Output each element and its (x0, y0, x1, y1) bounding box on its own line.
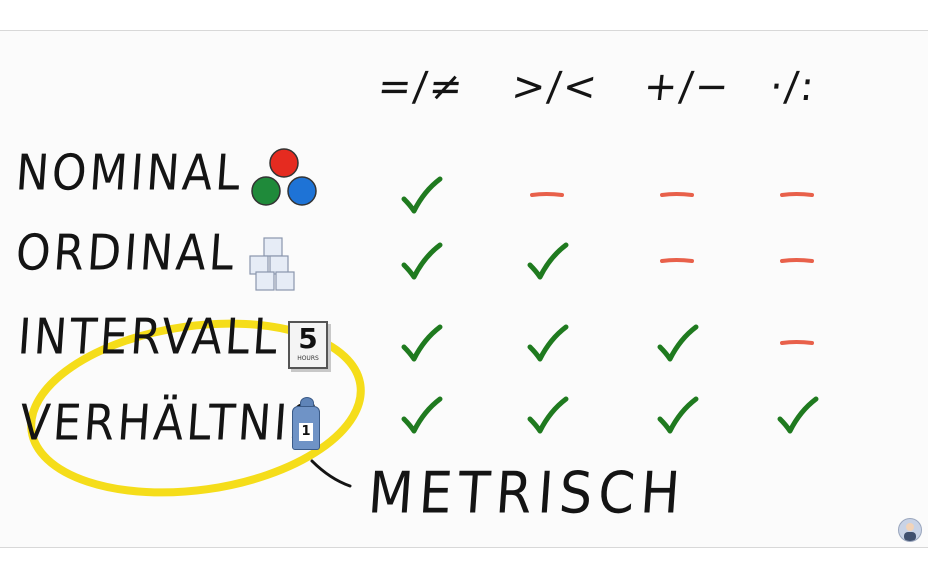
dash-mark-icon (780, 258, 814, 263)
weight-body: 1 (292, 406, 320, 450)
dash-mark-icon (780, 192, 814, 197)
check-mark-icon (527, 396, 569, 434)
stacked-cubes-icon (249, 237, 295, 291)
check-mark-icon (527, 324, 569, 362)
dash-mark-icon (530, 192, 564, 197)
row-label-verhaeltnis: VERHÄLTNIS (18, 394, 323, 452)
weight-1-icon: 1 (292, 397, 320, 451)
metric-label: METRISCH (366, 461, 688, 527)
row-label-nominal: NOMINAL (14, 144, 246, 202)
calendar-5-icon: 5 HOURS (288, 321, 328, 369)
check-mark-icon (657, 324, 699, 362)
row-label-intervall: INTERVALL (16, 308, 283, 366)
colored-circles-icon (251, 148, 317, 206)
metric-connector-line (310, 459, 352, 488)
dash-mark-icon (780, 340, 814, 345)
check-mark-icon (401, 324, 443, 362)
dash-mark-icon (660, 258, 694, 263)
check-mark-icon (657, 396, 699, 434)
red-circle (269, 148, 299, 178)
weight-number: 1 (299, 423, 313, 441)
presenter-avatar[interactable] (898, 518, 922, 542)
row-label-ordinal: ORDINAL (14, 224, 239, 282)
check-mark-icon (777, 396, 819, 434)
check-mark-icon (401, 176, 443, 214)
check-mark-icon (527, 242, 569, 280)
highlight-ellipse (27, 319, 365, 497)
drawing-canvas: =/≠ >/< +/− ·/: NOMINAL ORDINAL INTERVAL… (0, 30, 928, 548)
check-mark-icon (401, 396, 443, 434)
calendar-number: 5 (298, 322, 318, 355)
dash-mark-icon (660, 192, 694, 197)
blue-circle (287, 176, 317, 206)
person-icon (904, 523, 916, 541)
check-mark-icon (401, 242, 443, 280)
calendar-caption: HOURS (297, 355, 319, 362)
green-circle (251, 176, 281, 206)
